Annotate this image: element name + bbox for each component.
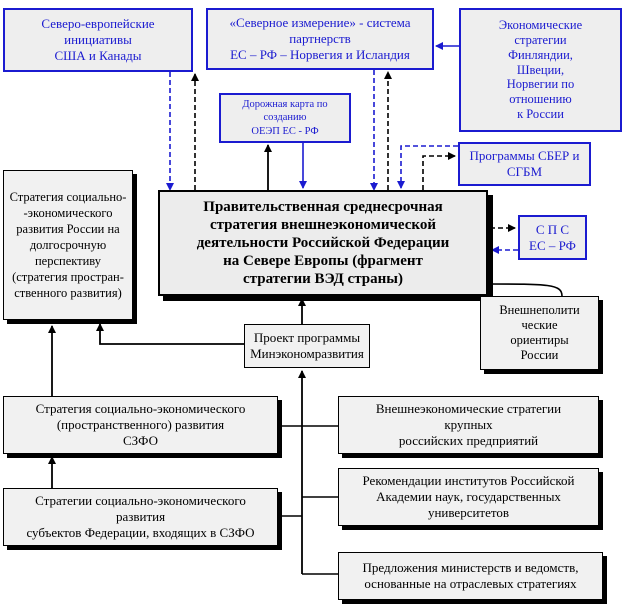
node-academy-recommendations: Рекомендации институтов Российской Акаде…	[338, 468, 599, 526]
node-economic-strategies-nordic: Экономические стратегии Финляндии, Швеци…	[459, 8, 622, 132]
arrow-project-to-soc-econ	[96, 323, 244, 345]
arrow-sber-to-main	[397, 145, 458, 189]
node-szfo-strategy: Стратегия социально-экономического (прос…	[3, 396, 278, 454]
node-enterprise-strategies: Внешнеэкономические стратегии крупных ро…	[338, 396, 599, 454]
node-northern-dimension: «Северное измерение» - система партнерст…	[206, 8, 434, 70]
node-main-strategy: Правительственная среднесрочная стратеги…	[158, 190, 488, 296]
node-ministries-proposals: Предложения министерств и ведомств, осно…	[338, 552, 603, 600]
node-ministry-program-project: Проект программы Минэкономразвития	[244, 324, 370, 368]
node-foreign-policy-guidelines: Внешнеполити ческие ориентиры России	[480, 296, 599, 370]
arrow-foreign-pol-to-main	[485, 280, 563, 297]
node-sps-eu-rf: С П С ЕС – РФ	[518, 215, 587, 260]
node-socio-economic-strategy: Стратегия социально- -экономического раз…	[3, 170, 133, 320]
node-sber-sgbm: Программы СБЕР и СГБМ	[458, 142, 591, 186]
node-federal-subjects-strategies: Стратегии социально-экономического разви…	[3, 488, 278, 546]
arrow-main-to-sber	[422, 152, 456, 190]
node-north-eu-initiatives: Северо-европейские инициативы США и Кана…	[3, 8, 193, 72]
node-roadmap-oeep: Дорожная карта по созданию ОЕЭП ЕС - РФ	[219, 93, 351, 143]
